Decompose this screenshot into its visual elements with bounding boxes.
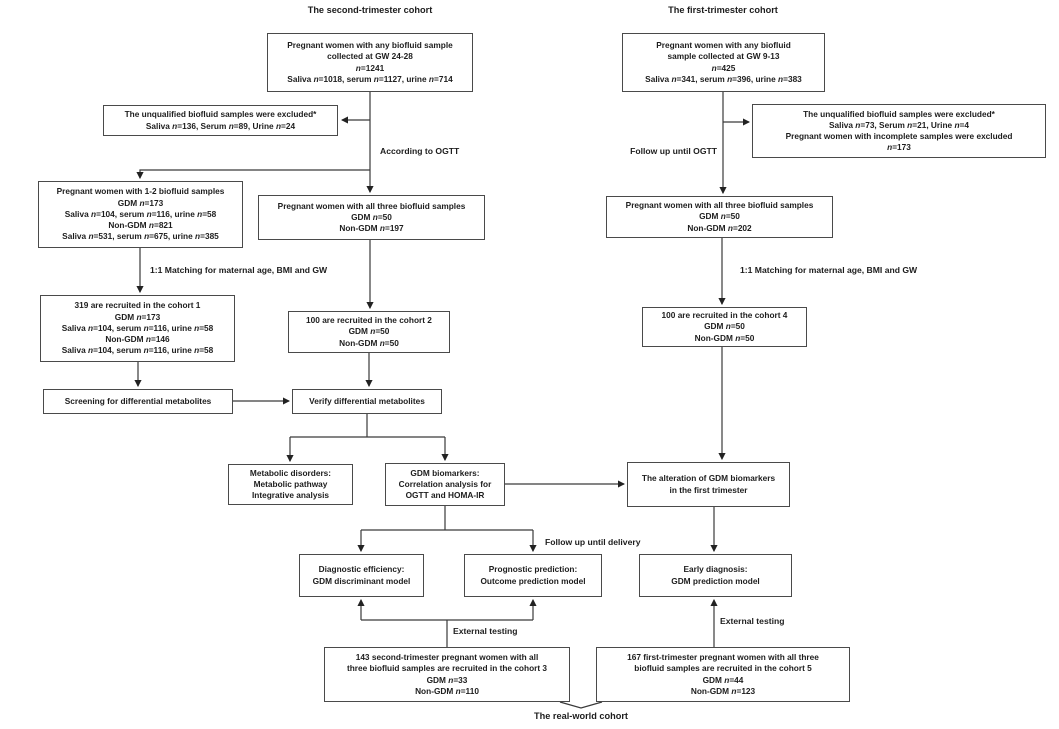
connector-biomarkers-split (361, 506, 533, 531)
box-ft-excluded: The unqualified biofluid samples were ex… (752, 104, 1046, 158)
box-early-diagnosis-model: Early diagnosis:GDM prediction model (639, 554, 792, 597)
bracket-real-world (559, 701, 603, 709)
title-first-trimester-cohort: The first-trimester cohort (668, 5, 778, 15)
title-second-trimester-cohort: The second-trimester cohort (307, 5, 433, 15)
box-screening-metabolites: Screening for differential metabolites (43, 389, 233, 414)
box-diagnostic-model: Diagnostic efficiency:GDM discriminant m… (299, 554, 424, 597)
connector-verify-split (290, 414, 445, 438)
box-st-excluded: The unqualified biofluid samples were ex… (103, 105, 338, 136)
label-follow-up-until-delivery: Follow up until delivery (545, 537, 641, 547)
box-st-complete-samples: Pregnant women with all three biofluid s… (258, 195, 485, 240)
label-matching-left: 1:1 Matching for maternal age, BMI and G… (150, 265, 328, 275)
connector-cohort3-split (361, 619, 533, 647)
label-external-testing-right: External testing (720, 616, 785, 626)
label-follow-up-until-ogtt: Follow up until OGTT (630, 146, 717, 156)
box-prognostic-model: Prognostic prediction:Outcome prediction… (464, 554, 602, 597)
box-st-partial-samples: Pregnant women with 1-2 biofluid samples… (38, 181, 243, 248)
box-cohort-3: 143 second-trimester pregnant women with… (324, 647, 570, 702)
label-matching-right: 1:1 Matching for maternal age, BMI and G… (740, 265, 918, 275)
title-real-world-cohort: The real-world cohort (534, 711, 628, 721)
box-verify-metabolites: Verify differential metabolites (292, 389, 442, 414)
label-external-testing-left: External testing (453, 626, 518, 636)
connector-stpop-partial (136, 169, 370, 180)
label-according-to-ogtt: According to OGTT (380, 146, 460, 156)
box-ft-complete-samples: Pregnant women with all three biofluid s… (606, 196, 833, 238)
box-cohort-5: 167 first-trimester pregnant women with … (596, 647, 850, 702)
